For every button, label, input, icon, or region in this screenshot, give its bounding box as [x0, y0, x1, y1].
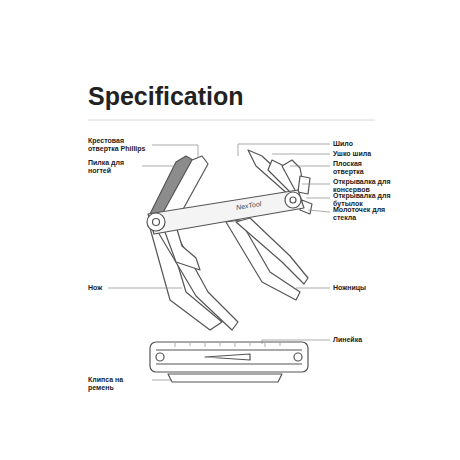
part-label: Молоточек для стекла [333, 206, 391, 222]
part-label: Ножницы [333, 284, 393, 292]
part-label: Клипса на ремень [88, 376, 150, 392]
part-label: Ушко шила [333, 150, 393, 158]
part-label: Нож [88, 284, 118, 292]
part-label: Линейка [333, 336, 393, 344]
page-title: Specification [88, 82, 244, 111]
leader-lines [108, 144, 330, 380]
part-label: Пилка для ногтей [88, 159, 140, 175]
part-label: Открывалка для консервов [333, 178, 395, 194]
part-label: Крестовая отвертка Phillips [88, 137, 150, 153]
part-label: Плоская отвертка [333, 160, 381, 176]
part-label: Открывалка для бутылок [333, 192, 391, 208]
part-label: Шило [333, 140, 393, 148]
